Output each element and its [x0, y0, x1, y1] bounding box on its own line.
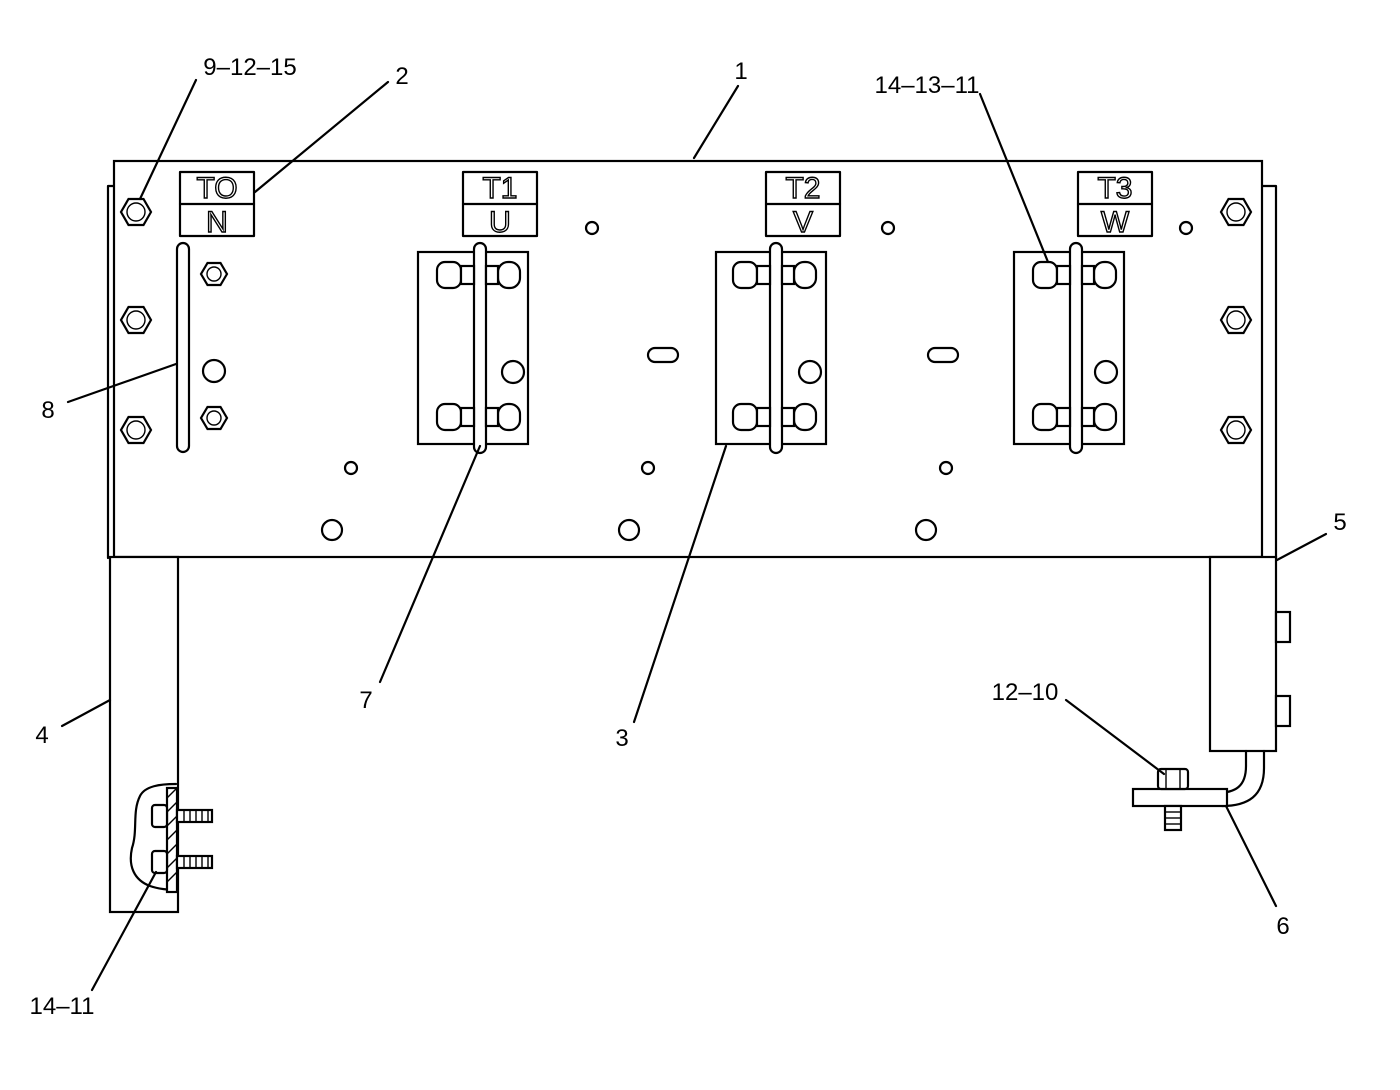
- neutral-bar: [175, 241, 229, 454]
- label-plate-w-top: T3: [1097, 172, 1132, 205]
- callout-12-10: 12–10: [992, 679, 1059, 706]
- callout-6: 6: [1276, 913, 1289, 940]
- terminal-block-w: [1012, 241, 1126, 455]
- plate-holes: [320, 220, 1194, 542]
- callout-14-13-11: 14–13–11: [875, 72, 980, 99]
- label-plate-w: T3 W: [1076, 170, 1154, 240]
- label-plate-u: T1 U: [461, 170, 539, 240]
- label-plate-n: TO N: [178, 170, 256, 240]
- right-side-plate-edge: [1260, 184, 1278, 560]
- label-plate-n-bottom: N: [206, 206, 228, 239]
- callout-3: 3: [615, 725, 628, 752]
- label-plate-u-top: T1: [482, 172, 517, 205]
- label-plate-v-top: T2: [785, 172, 820, 205]
- left-bracket-cutaway: [129, 782, 214, 894]
- callout-14-11: 14–11: [30, 993, 95, 1020]
- callout-2: 2: [395, 63, 408, 90]
- ground-strap: [1131, 749, 1266, 832]
- edge-nuts: [119, 197, 1253, 445]
- callout-9-12-15: 9–12–15: [203, 54, 296, 81]
- callout-5: 5: [1333, 509, 1346, 536]
- callout-4: 4: [35, 722, 48, 749]
- terminal-block-u: [416, 241, 530, 455]
- label-plate-v: T2 V: [764, 170, 842, 240]
- callout-7: 7: [359, 687, 372, 714]
- terminal-block-v: [714, 241, 828, 455]
- label-plate-v-bottom: V: [793, 206, 813, 239]
- callout-1: 1: [734, 58, 747, 85]
- left-side-plate-edge: [106, 184, 116, 560]
- right-bracket: [1208, 555, 1278, 753]
- leader-lines: [60, 78, 1328, 992]
- label-plate-n-top: TO: [196, 172, 237, 205]
- right-bracket-bolts: [1274, 610, 1292, 728]
- label-plate-u-bottom: U: [489, 206, 511, 239]
- callout-8: 8: [41, 397, 54, 424]
- label-plate-w-bottom: W: [1101, 206, 1130, 239]
